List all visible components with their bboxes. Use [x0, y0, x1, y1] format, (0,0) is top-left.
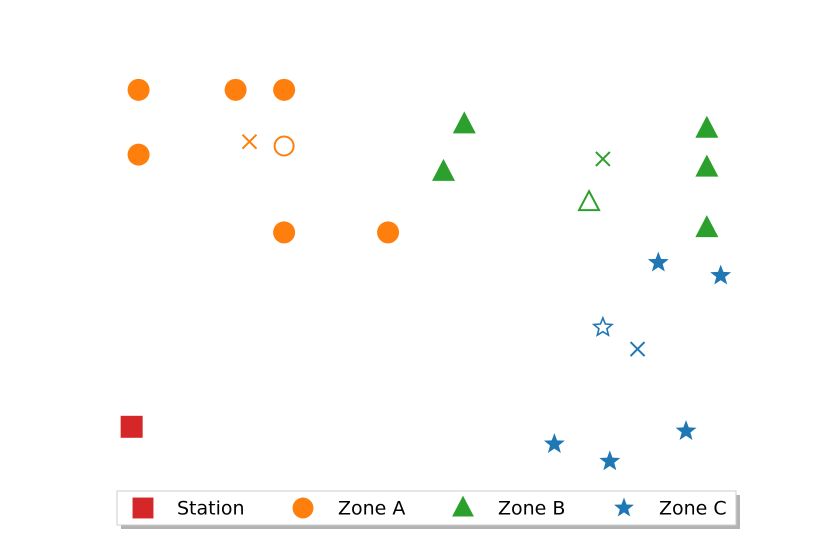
legend: Station Zone A Zone B Zone C — [116, 490, 740, 529]
zone-c-point-3 — [543, 433, 565, 453]
legend-label: Zone C — [659, 498, 727, 520]
zone-a-point-3 — [273, 78, 296, 101]
legend-label: Zone B — [498, 498, 565, 520]
legend-label: Station — [177, 498, 245, 520]
legend-star-icon — [614, 497, 634, 517]
legend-item-station: Station — [132, 497, 245, 520]
zone-c-point-4 — [599, 450, 621, 471]
zone-b-centroid-marker — [577, 189, 601, 212]
legend-square-icon — [132, 497, 154, 519]
legend-frame — [116, 490, 737, 526]
zone-a-point-5 — [273, 221, 296, 244]
zone-c-point-2 — [710, 264, 732, 285]
zone-c-point-1 — [647, 251, 669, 272]
zone-b-point-3 — [695, 115, 719, 138]
zone-a-x-marker — [241, 133, 258, 150]
legend-item-zone-c: Zone C — [614, 498, 727, 520]
legend-item-zone-b: Zone B — [452, 495, 565, 520]
legend-triangle-icon — [452, 495, 474, 517]
zone-a-point-2 — [224, 78, 247, 101]
zone-a-point-4 — [127, 143, 150, 166]
legend-item-zone-a: Zone A — [292, 497, 405, 520]
zone-b-point-2 — [432, 158, 455, 181]
zone-b-point-4 — [695, 154, 719, 177]
zone-a-point-1 — [127, 78, 150, 101]
zone-b-x-marker — [595, 151, 611, 167]
zone-a-point-6 — [377, 221, 400, 244]
zone-a-centroid-marker — [273, 135, 295, 157]
station-point-1 — [120, 415, 143, 438]
legend-circle-icon — [292, 497, 314, 519]
legend-label: Zone A — [338, 498, 405, 520]
zone-b-point-5 — [695, 215, 719, 238]
zone-c-point-5 — [675, 420, 697, 441]
plot-area — [120, 78, 732, 471]
zone-c-x-marker — [629, 341, 646, 357]
zone-b-point-1 — [452, 111, 476, 134]
zone-c-centroid-marker — [591, 315, 614, 337]
